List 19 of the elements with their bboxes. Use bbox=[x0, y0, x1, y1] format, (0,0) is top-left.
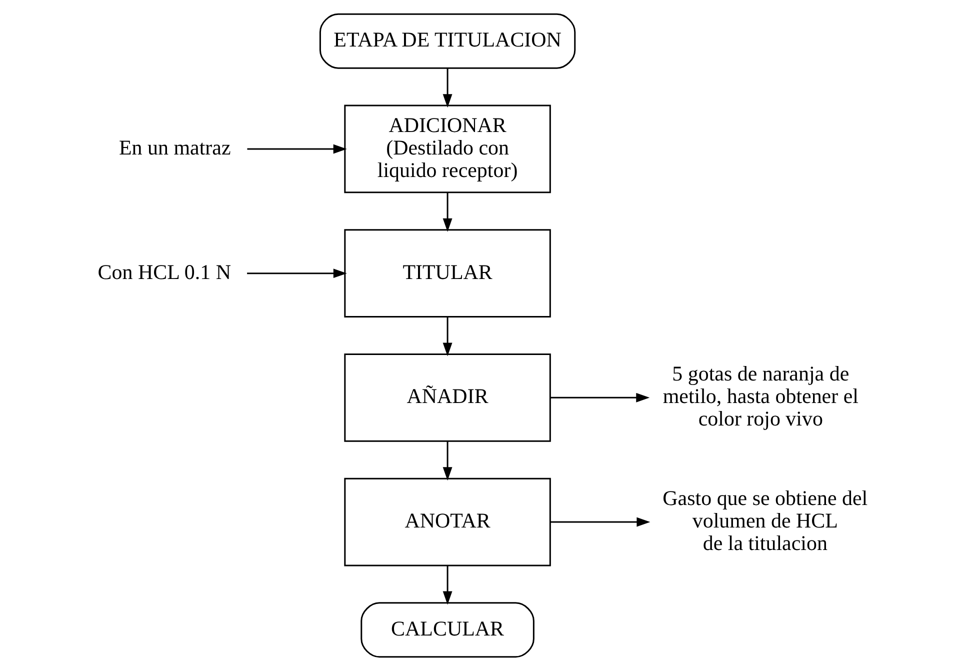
arrow bbox=[247, 144, 347, 154]
node-text: 5 gotas de naranja de metilo, hasta obtener el color rojo vivo bbox=[662, 362, 858, 431]
node-box: TITULAR bbox=[344, 229, 551, 318]
node-text: En un matraz bbox=[118, 136, 231, 160]
node-box: AÑADIR bbox=[344, 353, 551, 442]
node-box: CALCULAR bbox=[360, 602, 534, 658]
node-text: Con HCL 0.1 N bbox=[98, 260, 231, 284]
node-box: ADICIONAR (Destilado con liquido receptor) bbox=[344, 104, 551, 194]
node-text: Gasto que se obtiene del volumen de HCL de la titulacion bbox=[662, 486, 868, 556]
arrow bbox=[247, 268, 347, 278]
arrow bbox=[442, 441, 452, 481]
arrow bbox=[442, 316, 452, 356]
node-box: ANOTAR bbox=[344, 478, 551, 566]
arrow bbox=[550, 517, 650, 527]
arrow bbox=[550, 392, 650, 402]
arrow bbox=[442, 566, 452, 605]
node-box: ETAPA DE TITULACION bbox=[319, 13, 576, 69]
arrow bbox=[442, 192, 452, 232]
arrow bbox=[442, 68, 452, 108]
